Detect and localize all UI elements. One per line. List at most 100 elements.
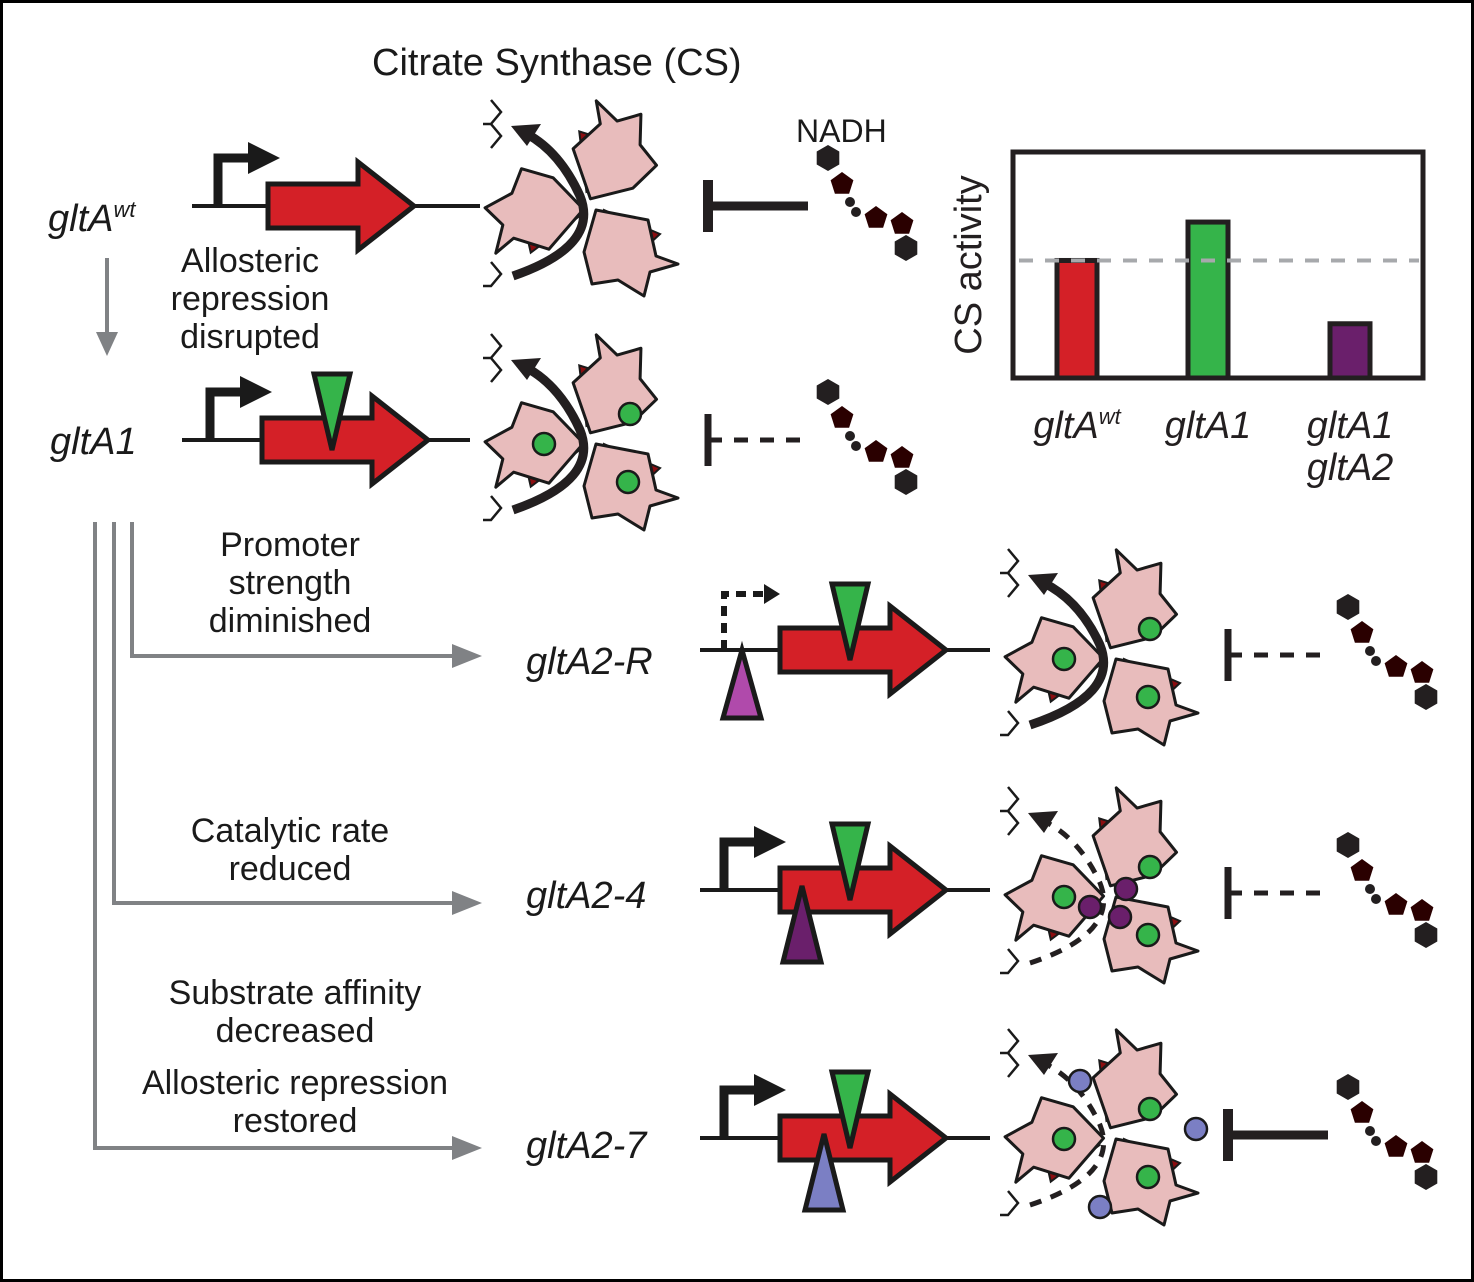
nadh-label: NADH	[796, 113, 887, 149]
product-icon	[483, 495, 503, 522]
substrate-icon	[483, 333, 503, 383]
mutation-green-marker	[828, 821, 872, 901]
lineage-arrowhead	[452, 1136, 482, 1160]
annotation-allosteric-disrupted: Allosteric repression disrupted	[170, 242, 330, 356]
nadh-phosphate	[851, 441, 861, 451]
mutation-site-green	[1135, 922, 1161, 948]
enzyme-domain-light	[483, 167, 586, 255]
lineage-arrow-to-gltA2-R	[130, 522, 465, 658]
activity-arrowhead-icon	[1028, 1053, 1058, 1075]
mutation-site-green	[1137, 854, 1163, 880]
nadh-ring	[830, 406, 854, 428]
nadh-phosphate	[851, 207, 861, 217]
nadh-phosphate	[1371, 656, 1381, 666]
lineage-arrows	[93, 258, 482, 1160]
mutation-site-green	[531, 431, 557, 457]
activity-arrowhead-icon	[511, 124, 541, 146]
nadh-ring	[1410, 1141, 1434, 1163]
nadh-phosphate	[1371, 894, 1381, 904]
lineage-arrowhead	[452, 891, 482, 915]
mutation-site-green	[1051, 884, 1077, 910]
x-tick-label: gltAwt	[1033, 404, 1121, 447]
weak-promoter-arrowhead-icon	[764, 584, 780, 604]
figure-title: Citrate Synthase (CS)	[372, 42, 742, 84]
nadh-ring	[864, 440, 888, 462]
activity-arrow	[1028, 578, 1109, 730]
nadh-molecule-icon	[816, 145, 918, 261]
enzyme-domain-light	[1003, 1096, 1106, 1184]
nadh-molecule-icon	[1336, 1074, 1438, 1190]
promoter-icon	[719, 837, 758, 890]
nadh-ring	[1410, 661, 1434, 683]
nadh-ring	[1414, 684, 1438, 710]
gene-arrow-icon	[777, 600, 951, 700]
annotation-catalytic-reduced: Catalytic rate reduced	[190, 812, 390, 888]
enzyme-gltA2-4	[1000, 786, 1438, 985]
nadh-ring	[1384, 1135, 1408, 1157]
product-icon	[1000, 948, 1020, 975]
activity-arrowhead-icon	[1028, 811, 1058, 833]
nadh-ring	[830, 172, 854, 194]
gene-construct-gltA2-R	[700, 581, 990, 721]
gene-name: gltA	[48, 198, 114, 240]
reduced-activity-arrow	[1029, 818, 1107, 966]
lineage-arrow-to-gltA2-7	[93, 522, 465, 1150]
nadh-molecule-icon	[1336, 832, 1438, 948]
gene-construct-gltA2-7	[700, 1069, 990, 1213]
nadh-ring	[1336, 1074, 1360, 1100]
gene-arrow-icon	[265, 156, 419, 256]
gene-constructs	[182, 142, 990, 1213]
product-icon	[483, 261, 503, 288]
enzymes	[483, 99, 1438, 1227]
nadh-ring	[864, 206, 888, 228]
annotation-promoter-diminished: Promoter strength diminished	[208, 526, 372, 640]
gene-construct-gltA1	[182, 371, 470, 490]
weak-promoter-icon	[721, 591, 764, 650]
gene-arrow-icon	[259, 390, 433, 490]
mutation-purple-marker	[779, 885, 825, 965]
activity-arrow	[511, 364, 589, 515]
enzyme-gltA2-R	[1000, 548, 1438, 747]
activity-arrow	[511, 130, 589, 281]
nadh-ring	[1350, 859, 1374, 881]
gene-construct-gltA2-4	[700, 821, 990, 965]
lineage-arrowhead	[96, 332, 118, 356]
mutation-site-green	[1137, 616, 1163, 642]
mutation-site-green	[1135, 1164, 1161, 1190]
bar-0	[1054, 257, 1100, 381]
mutation-site-green	[1051, 1126, 1077, 1152]
product-icon	[1000, 710, 1020, 737]
nadh-ring	[816, 379, 840, 405]
nadh-phosphate	[1371, 1136, 1381, 1146]
nadh-ring	[1336, 832, 1360, 858]
nadh-ring	[1350, 621, 1374, 643]
mutation-site-purple	[1113, 876, 1139, 902]
enzyme-subunit	[571, 333, 659, 435]
mutation-site-green	[615, 469, 641, 495]
nadh-ring	[1350, 1101, 1374, 1123]
nadh-phosphate	[1365, 884, 1375, 894]
gene-construct-wt	[192, 142, 480, 256]
product-icon	[1000, 1190, 1020, 1217]
nadh-ring	[1384, 655, 1408, 677]
annotation-substrate-decreased: Substrate affinity decreased	[168, 974, 422, 1050]
enzyme-domain-light	[1091, 548, 1179, 650]
mutation-green-marker	[828, 1069, 872, 1149]
promoter-icon	[213, 153, 252, 206]
enzyme-subunit	[571, 99, 659, 201]
nadh-ring	[894, 469, 918, 495]
promoter-icon	[719, 1085, 758, 1138]
x-tick-label: gltA1	[1165, 405, 1252, 447]
enzyme-gltA2-7	[1000, 1028, 1438, 1227]
nadh-phosphate	[845, 431, 855, 441]
mutation-site-lavender	[1087, 1194, 1113, 1220]
mutation-green-marker	[828, 581, 872, 661]
substrate-icon	[483, 99, 503, 149]
gene-label-gltA2-4: gltA2-4	[526, 875, 647, 917]
gene-label-gltA2-R: gltA2-R	[526, 641, 653, 683]
nadh-ring	[1384, 893, 1408, 915]
mutation-site-purple	[1077, 894, 1103, 920]
nadh-ring	[1336, 594, 1360, 620]
